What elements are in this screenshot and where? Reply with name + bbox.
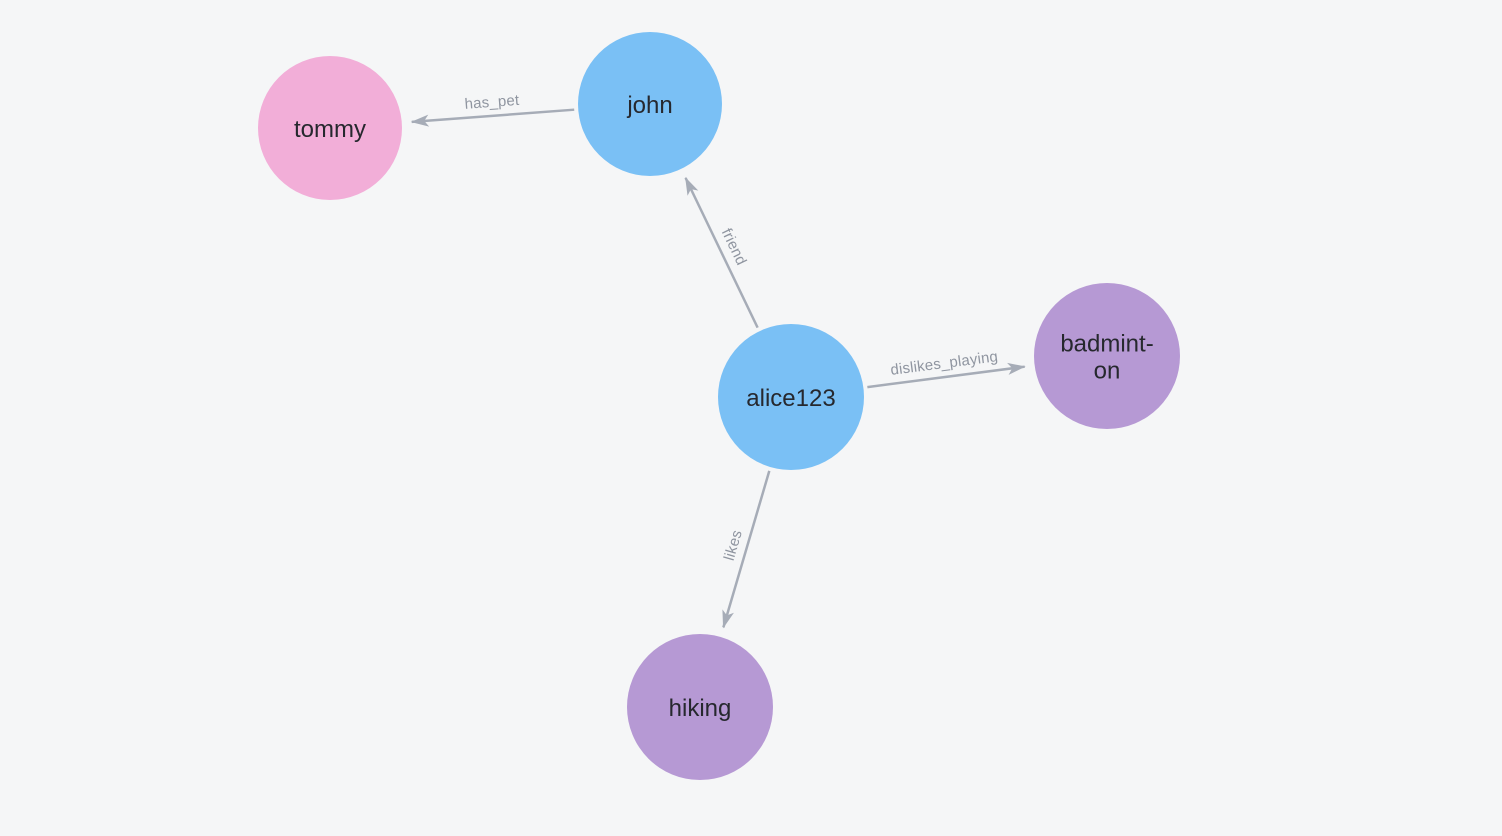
graph-edge-label-has_pet: has_pet — [464, 92, 521, 113]
graph-edge-friend[interactable] — [684, 176, 759, 329]
graph-node-badminton[interactable] — [1034, 283, 1180, 429]
graph-edge-label-likes: likes — [721, 528, 746, 563]
graph-node-alice123[interactable] — [718, 324, 864, 470]
graph-node-john[interactable] — [578, 32, 722, 176]
graph-edge-has_pet[interactable] — [410, 108, 575, 127]
graph-node-hiking[interactable] — [627, 634, 773, 780]
graph-node-tommy[interactable] — [258, 56, 402, 200]
graph-edge-label-friend: friend — [718, 226, 750, 268]
graph-edge-dislikes_playing[interactable] — [867, 362, 1026, 389]
graph-edge-label-dislikes_playing: dislikes_playing — [890, 348, 1000, 379]
graph-edge-likes[interactable] — [722, 470, 771, 629]
